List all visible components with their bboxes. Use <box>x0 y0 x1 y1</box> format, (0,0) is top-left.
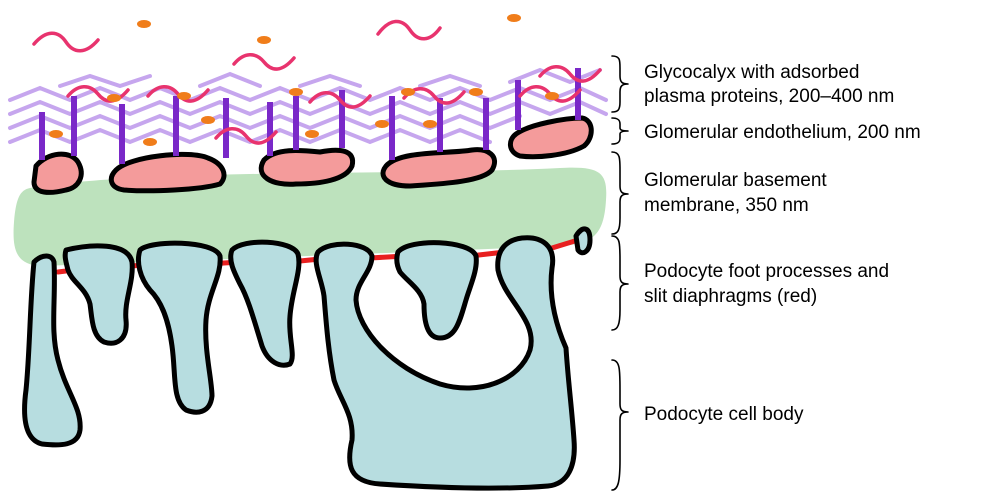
brace-cell-body <box>612 360 628 490</box>
label-endothelium: Glomerular endothelium, 200 nm <box>644 122 921 143</box>
protein-dot <box>401 88 415 96</box>
wave <box>378 21 440 38</box>
protein-dot <box>545 92 559 100</box>
protein-dot <box>289 88 303 96</box>
label-braces <box>612 56 628 490</box>
label-gbm-line-2: membrane, 350 nm <box>644 195 809 216</box>
brace-foot-processes <box>612 236 628 330</box>
protein-dot <box>177 92 191 100</box>
mesh-row-3 <box>10 116 520 128</box>
protein-dot <box>507 14 521 22</box>
endothelial-cell-3 <box>261 150 352 184</box>
label-foot-processes-line-1: Podocyte foot processes and <box>644 261 889 282</box>
foot-process-right-tip <box>576 229 590 253</box>
wave <box>234 55 294 69</box>
foot-process-4 <box>231 242 299 365</box>
label-foot-processes-line-2: slit diaphragms (red) <box>644 286 817 307</box>
brace-endothelium <box>612 118 628 144</box>
protein-dot <box>375 120 389 128</box>
label-glycocalyx-line-1: Glycocalyx with adsorbed <box>644 62 859 83</box>
protein-dot <box>143 138 157 146</box>
foot-process-3 <box>138 243 220 412</box>
brace-glycocalyx <box>612 56 628 112</box>
protein-dot <box>49 130 63 138</box>
protein-dot <box>107 94 121 102</box>
layer-labels: Glycocalyx with adsorbed plasma proteins… <box>644 62 921 425</box>
label-cell-body: Podocyte cell body <box>644 404 804 425</box>
label-glycocalyx-line-2: plasma proteins, 200–400 nm <box>644 86 894 107</box>
protein-dot <box>201 116 215 124</box>
foot-process-5 <box>397 243 477 338</box>
wave <box>34 33 98 51</box>
foot-process-2 <box>65 246 132 343</box>
protein-dot <box>257 36 271 44</box>
protein-dot <box>469 88 483 96</box>
endothelial-cell-2 <box>111 154 224 190</box>
brace-gbm <box>612 152 628 234</box>
endothelial-cell-5 <box>510 118 591 157</box>
label-gbm-line-1: Glomerular basement <box>644 170 827 191</box>
foot-process-left-long <box>25 256 81 445</box>
protein-dot <box>305 130 319 138</box>
protein-dot <box>137 20 151 28</box>
protein-dot <box>423 120 437 128</box>
